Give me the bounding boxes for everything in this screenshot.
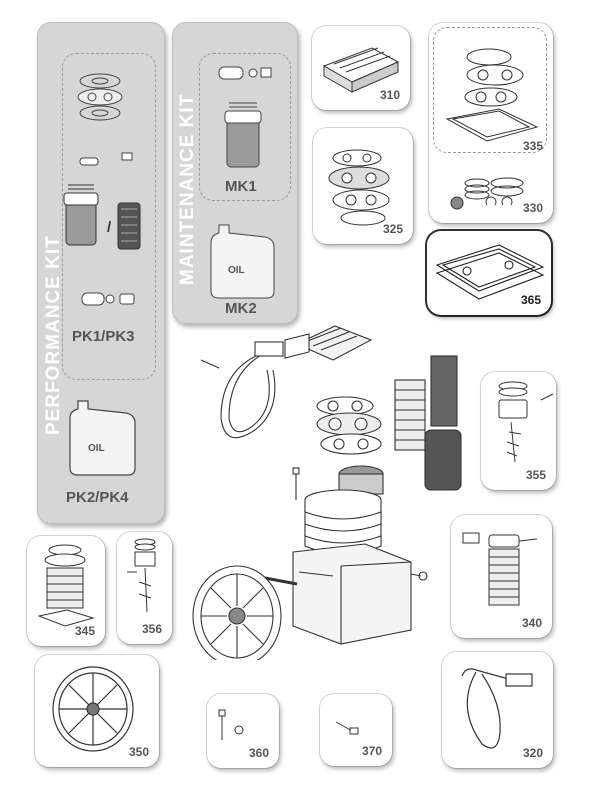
pk-slash: / [107, 219, 112, 236]
piston-rod-illustration [127, 538, 156, 613]
part-card-325[interactable]: 325 [313, 128, 413, 244]
performance-kit-illustration: OIL [63, 73, 141, 476]
part-number: 356 [141, 622, 162, 636]
drain-valve-illustration [335, 721, 359, 735]
piston-illustration [498, 381, 554, 463]
part-card-350[interactable]: 350 [35, 655, 159, 767]
discharge-tube-illustration [461, 668, 533, 749]
part-number: 365 [520, 293, 541, 307]
part-card-320[interactable]: 320 [442, 652, 553, 768]
part-number: 330 [522, 201, 543, 215]
performance-kit-title: PERFORMANCE KIT [43, 235, 64, 435]
maintenance-kit-title: MAINTENANCE KIT [177, 93, 198, 285]
part-number: 310 [379, 88, 400, 102]
part-number: 340 [521, 616, 542, 630]
maintenance-kit-panel: OIL MK1 MK2 MAINTENANCE KIT [172, 22, 298, 324]
mk1-group [199, 53, 291, 201]
part-335-group [433, 27, 547, 153]
part-card-365[interactable]: 365 [427, 231, 551, 315]
pk1-pk3-label: PK1/PK3 [72, 328, 135, 345]
part-card-360[interactable]: 360 [207, 694, 279, 768]
part-card-370[interactable]: 370 [320, 694, 392, 766]
exploded-pump-illustration [192, 325, 462, 660]
pk2-pk4-label: PK2/PK4 [66, 489, 129, 506]
mk1-label: MK1 [225, 178, 257, 195]
part-number: 320 [522, 746, 543, 760]
part-card-356[interactable]: 356 [117, 532, 172, 644]
part-number: 325 [382, 222, 403, 236]
head-gasket-illustration [435, 244, 545, 300]
part-card-310[interactable]: 310 [312, 26, 410, 110]
part-card-355[interactable]: 355 [481, 372, 556, 490]
cooling-cylinder-illustration [462, 532, 538, 606]
cylinder-head-illustration [322, 47, 400, 93]
part-number: 370 [361, 744, 382, 758]
mk-oil-label: OIL [228, 265, 245, 276]
part-card-345[interactable]: 345 [27, 536, 105, 646]
gasket-set-illustration [445, 48, 539, 210]
cylinder-illustration [37, 544, 95, 627]
maintenance-kit-illustration: OIL [210, 66, 275, 299]
compressor-pump-assembly [185, 300, 485, 660]
flywheel-illustration [52, 666, 134, 752]
valve-plate-illustration [328, 149, 390, 226]
part-number: 335 [522, 139, 543, 153]
pk-oil-label: OIL [88, 443, 105, 454]
performance-kit-panel: OIL / PK1/PK3 PK2/PK4 PERFORMANCE KIT [37, 22, 165, 524]
pk1-pk3-group [62, 53, 156, 380]
part-number: 355 [525, 468, 546, 482]
part-number: 360 [248, 746, 269, 760]
mk2-label: MK2 [225, 300, 257, 317]
bolt-illustration [218, 709, 244, 740]
part-card-335[interactable]: 335 330 [429, 23, 553, 223]
part-number: 345 [74, 624, 95, 638]
part-number: 350 [128, 745, 149, 759]
part-card-340[interactable]: 340 [451, 515, 552, 638]
